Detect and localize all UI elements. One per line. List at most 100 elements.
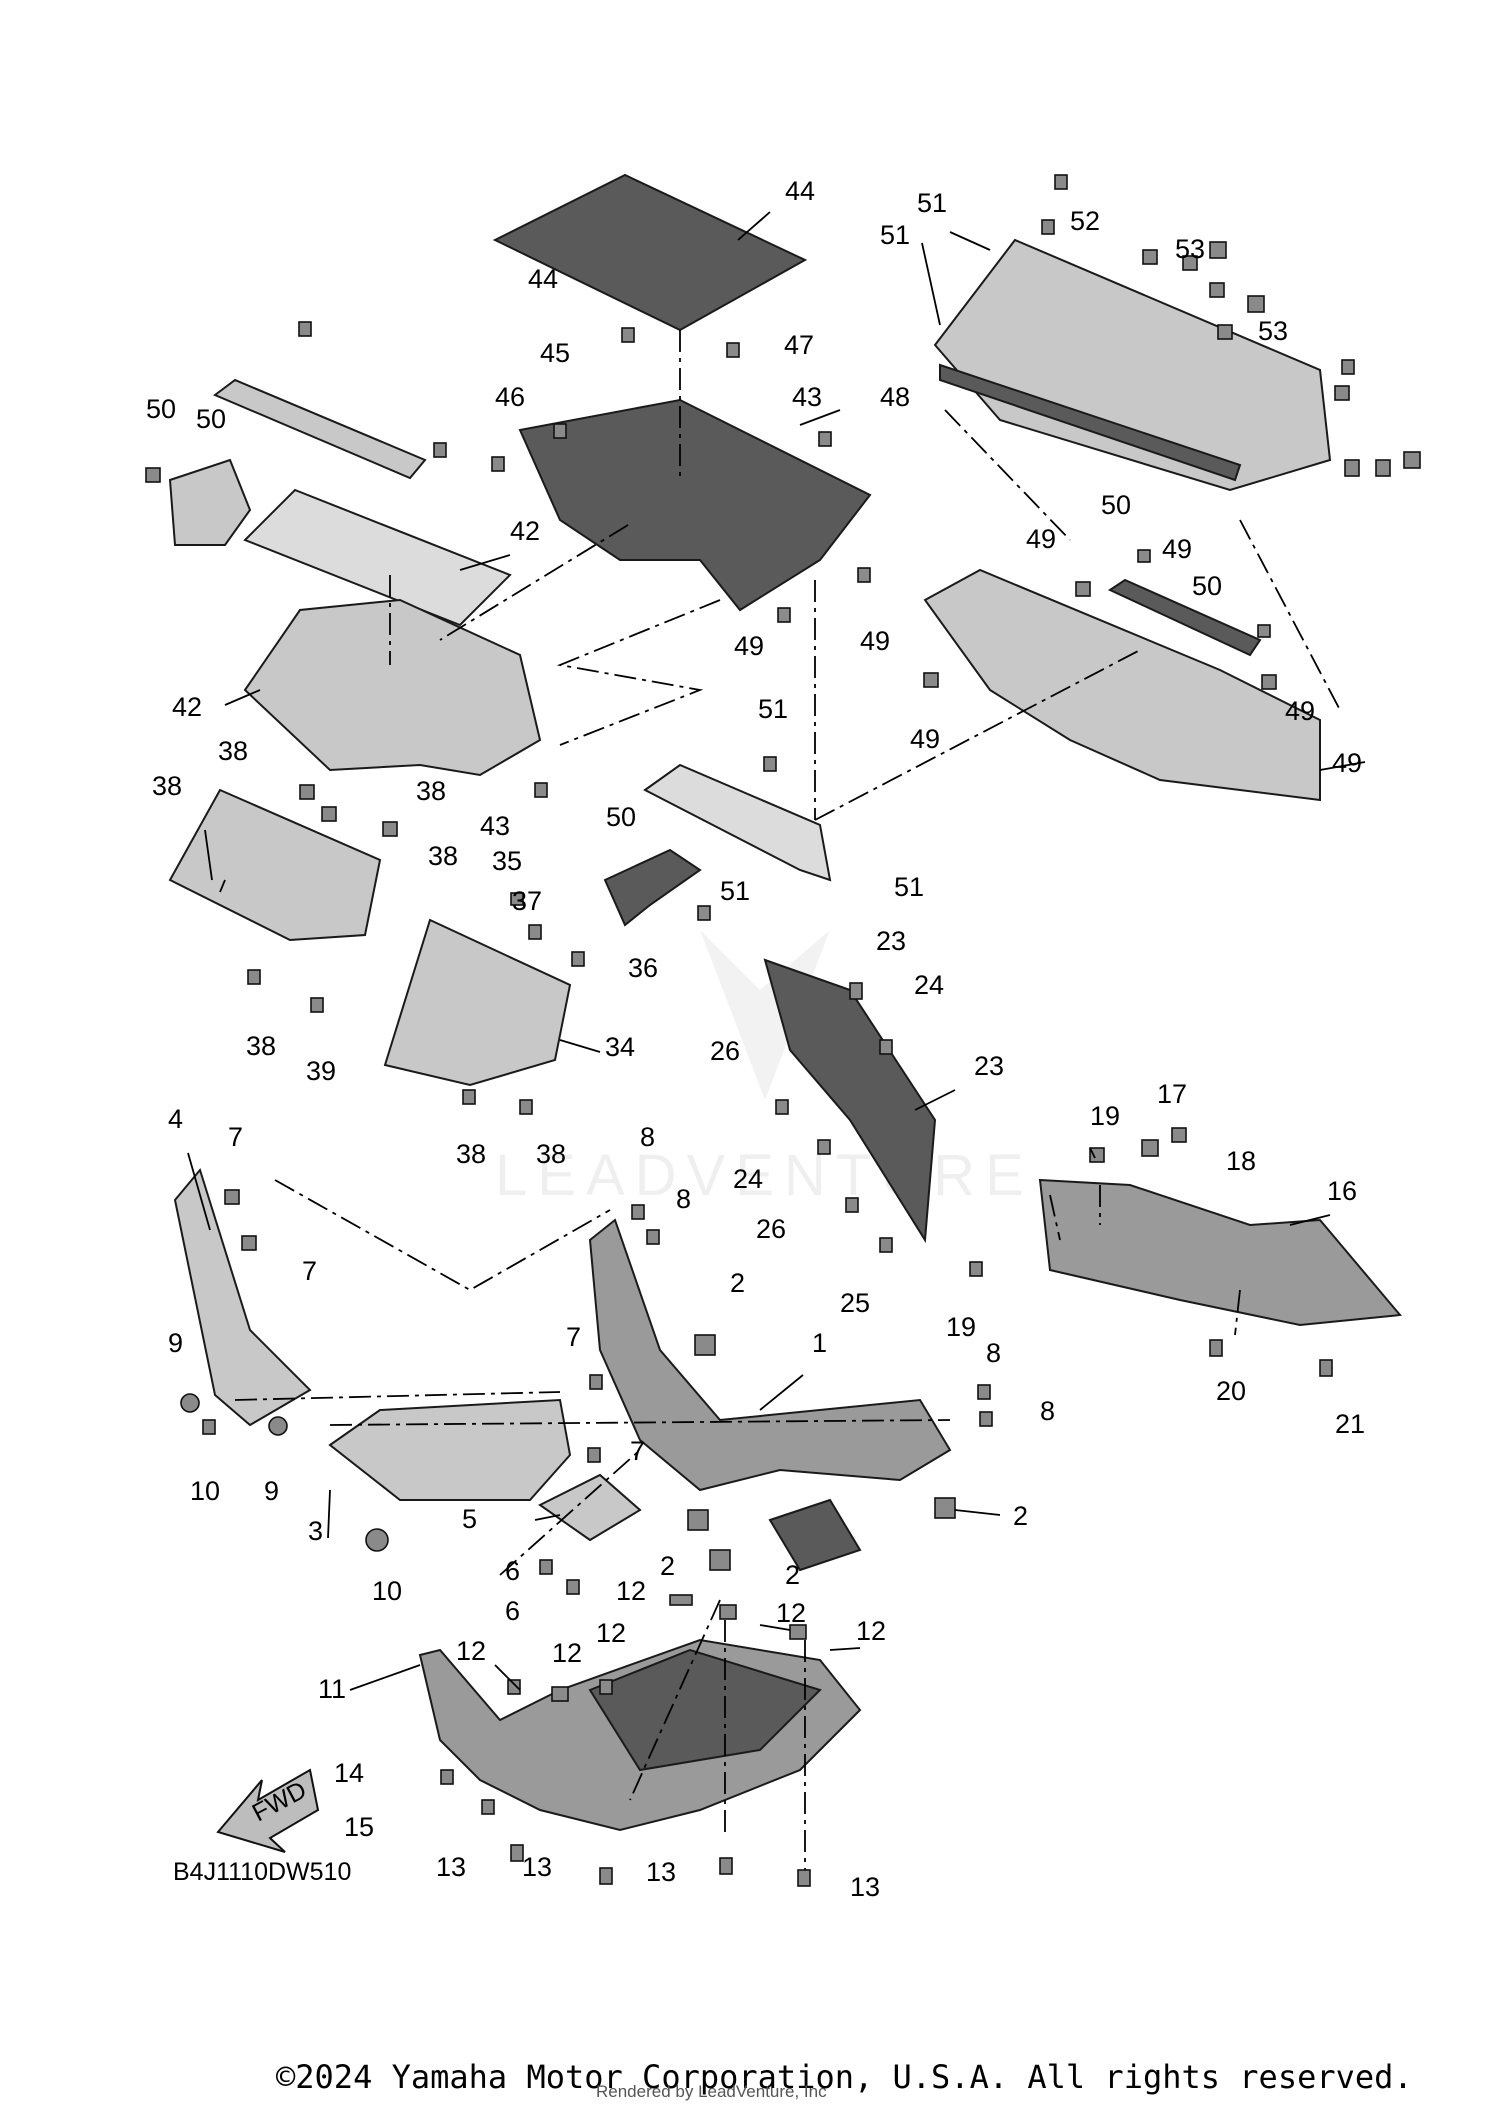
callout-27: 37 xyxy=(512,886,542,916)
callout-24b: 26 xyxy=(756,1214,786,1244)
callout-45: 51 xyxy=(894,872,924,902)
watermark-text: LEADVENTURE xyxy=(495,1143,1034,1208)
callout-26a: 35 xyxy=(492,846,522,876)
callout-12b: 12 xyxy=(776,1598,806,1628)
callout-22: 24 xyxy=(914,970,944,1000)
callout-33: 42 xyxy=(172,692,202,722)
callout-10b: 10 xyxy=(372,1576,402,1606)
callout-13b: 13 xyxy=(522,1852,552,1882)
part-20-panel xyxy=(763,958,937,1244)
part-52-bar xyxy=(213,378,427,480)
callout-38f: 49 xyxy=(860,626,890,656)
watermark: LEADVENTURE xyxy=(495,930,1034,1208)
callout-25: 34 xyxy=(605,1032,635,1062)
callout-6b: 6 xyxy=(505,1596,520,1626)
callout-32a: 38 xyxy=(246,1031,276,1061)
callout-48: 51 xyxy=(880,220,910,250)
callout-12a: 12 xyxy=(616,1576,646,1606)
callout-8d: 8 xyxy=(1040,1396,1055,1426)
callout-8a: 8 xyxy=(640,1122,655,1152)
callout-19b: 21 xyxy=(1335,1409,1365,1439)
part-29-tray xyxy=(168,788,382,942)
callout-8b: 8 xyxy=(676,1184,691,1214)
callout-7c: 7 xyxy=(566,1322,581,1352)
part-47-panel xyxy=(933,238,1332,492)
part-1-hitch xyxy=(768,1498,862,1572)
callout-5: 5 xyxy=(462,1504,477,1534)
callout-2d: 2 xyxy=(785,1560,800,1590)
callout-labels: 44 51 51 52 53 53 50 50 44 45 46 47 48 4… xyxy=(146,176,1365,1902)
callout-2a: 2 xyxy=(730,1268,745,1298)
part-48-gasket xyxy=(939,363,1242,482)
callout-26b: 36 xyxy=(628,953,658,983)
callout-13a: 13 xyxy=(436,1852,466,1882)
leader-lines xyxy=(187,211,1366,1691)
callout-32b: 39 xyxy=(306,1056,336,1086)
callout-2c: 2 xyxy=(660,1551,675,1581)
callout-36: 43 xyxy=(792,382,822,412)
part-37-mat xyxy=(492,173,808,332)
callout-12e: 12 xyxy=(456,1636,486,1666)
callout-38e: 48 xyxy=(880,382,910,412)
callout-41c: 49 xyxy=(910,724,940,754)
part-33-cover xyxy=(243,598,542,777)
callout-38b: 45 xyxy=(540,338,570,368)
callout-49b: 53 xyxy=(1175,234,1205,264)
callout-1: 1 xyxy=(812,1328,827,1358)
callout-38c: 46 xyxy=(495,382,525,412)
callout-43a: 50 xyxy=(196,404,226,434)
part-36-panel xyxy=(518,398,872,612)
callout-7b: 7 xyxy=(302,1256,317,1286)
callout-42b: 50 xyxy=(1192,571,1222,601)
callout-40: 49 xyxy=(1162,534,1192,564)
callout-29: 38 xyxy=(152,771,182,801)
callout-11: 11 xyxy=(318,1674,346,1704)
callout-34: 42 xyxy=(510,516,540,546)
callout-13c: 13 xyxy=(646,1857,676,1887)
callout-9a: 9 xyxy=(168,1328,183,1358)
callout-46: 51 xyxy=(758,694,788,724)
callout-41a: 49 xyxy=(1026,524,1056,554)
callout-38d: 47 xyxy=(784,330,814,360)
callout-37: 44 xyxy=(785,176,815,206)
part-5-plate xyxy=(538,1473,642,1542)
part-3-bumper xyxy=(328,1398,572,1501)
callout-15: 16 xyxy=(1327,1176,1357,1206)
callout-47: 51 xyxy=(917,188,947,218)
callout-28a: 38 xyxy=(456,1139,486,1169)
callout-14b: 15 xyxy=(344,1812,374,1842)
callout-30b: 38 xyxy=(428,841,458,871)
callout-42a: 50 xyxy=(1101,490,1131,520)
callout-41b: 49 xyxy=(1285,696,1315,726)
callout-21: 23 xyxy=(876,926,906,956)
callout-23a: 24 xyxy=(733,1164,763,1194)
part-43-bracket xyxy=(168,458,252,546)
callout-43b: 50 xyxy=(606,802,636,832)
callout-44b: 51 xyxy=(720,876,750,906)
part-34-mat xyxy=(243,488,512,627)
callout-44a: 50 xyxy=(146,394,176,424)
callout-8c: 8 xyxy=(986,1338,1001,1368)
callout-12f: 12 xyxy=(552,1638,582,1668)
part-45-strip xyxy=(643,763,832,882)
callout-31: 38 xyxy=(416,776,446,806)
callout-49a: 52 xyxy=(1070,206,1100,236)
part-4-guard xyxy=(173,1167,312,1427)
callout-35: 43 xyxy=(480,811,510,841)
rendered-by-text: Rendered by LeadVenture, Inc xyxy=(596,2082,827,2101)
copyright-notice: ©2024 Yamaha Motor Corporation, U.S.A. A… xyxy=(276,2058,1413,2096)
callout-3: 3 xyxy=(308,1516,323,1546)
callout-38g: 49 xyxy=(734,631,764,661)
callout-4: 4 xyxy=(168,1104,183,1134)
callout-20: 23 xyxy=(974,1051,1004,1081)
callout-7d: 7 xyxy=(630,1436,645,1466)
callout-38a: 44 xyxy=(528,264,558,294)
callout-19a: 20 xyxy=(1216,1376,1246,1406)
callout-12c: 12 xyxy=(856,1616,886,1646)
callout-10a: 10 xyxy=(190,1476,220,1506)
assembly-lines xyxy=(234,330,1341,1875)
callout-6a: 6 xyxy=(505,1556,520,1586)
callout-9b: 9 xyxy=(264,1476,279,1506)
callout-17: 18 xyxy=(1226,1146,1256,1176)
part-11-skid-top xyxy=(588,1648,822,1772)
